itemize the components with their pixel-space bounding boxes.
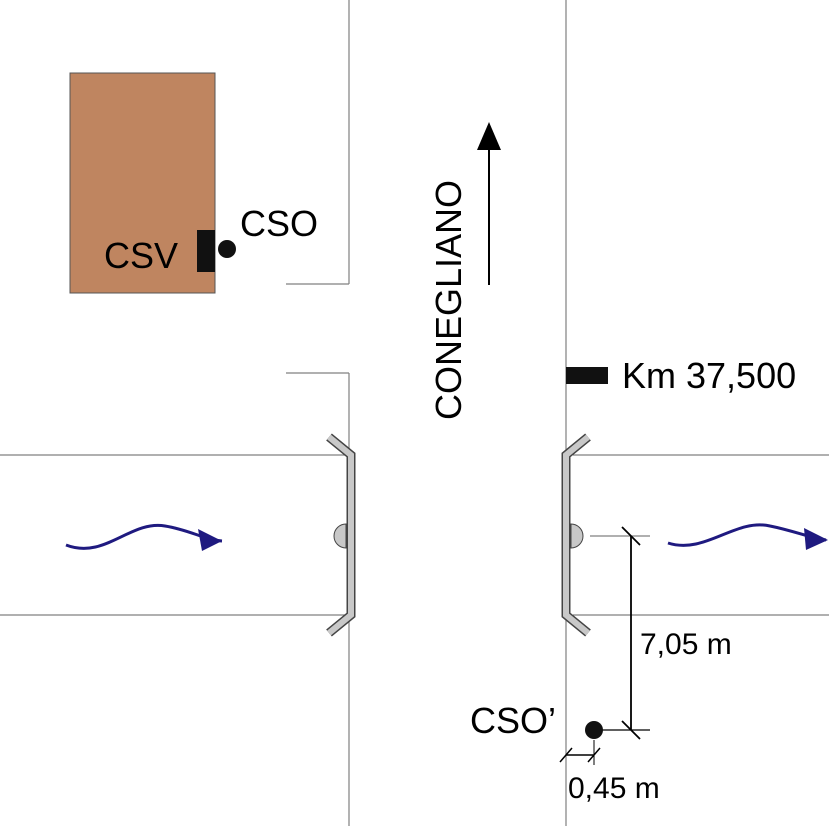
dimension-vertical [600,526,650,740]
direction-label: CONEGLIANO [428,180,469,420]
flow-arrow-left [65,523,223,550]
csv-label: CSV [104,235,178,276]
dimension-vertical-label: 7,05 m [640,628,732,661]
km-marker [566,367,608,384]
direction-arrow [477,122,501,285]
guardrail-left [326,433,356,637]
cso-prime-label: CSO’ [470,700,556,741]
flow-arrowhead-left [198,529,222,551]
cso-marker [218,240,236,258]
dimension-horizontal-label: 0,45 m [568,772,660,805]
cso-prime-marker [585,721,603,739]
cso-label: CSO [240,203,318,244]
flow-arrowhead-right [804,528,828,550]
dimension-horizontal [559,740,601,765]
km-marker-label: Km 37,500 [622,355,796,396]
flow-arrow-right [667,523,827,547]
csv-marker [197,230,215,272]
guardrail-right [561,433,591,637]
building [69,72,216,294]
